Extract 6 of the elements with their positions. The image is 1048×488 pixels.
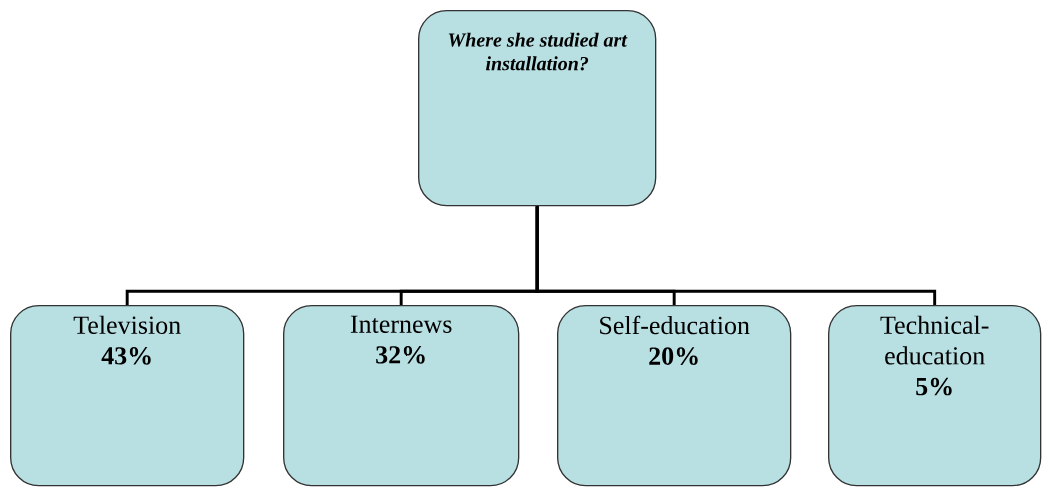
process-box: Self-education 20% (557, 305, 792, 487)
process-box: Internews 32% (283, 305, 520, 487)
process-box: Television 43% (10, 305, 245, 487)
connector-line (535, 206, 937, 305)
process-box: Where she studied art installation? (418, 10, 657, 207)
process-box: Technical-education 5% (828, 305, 1042, 487)
